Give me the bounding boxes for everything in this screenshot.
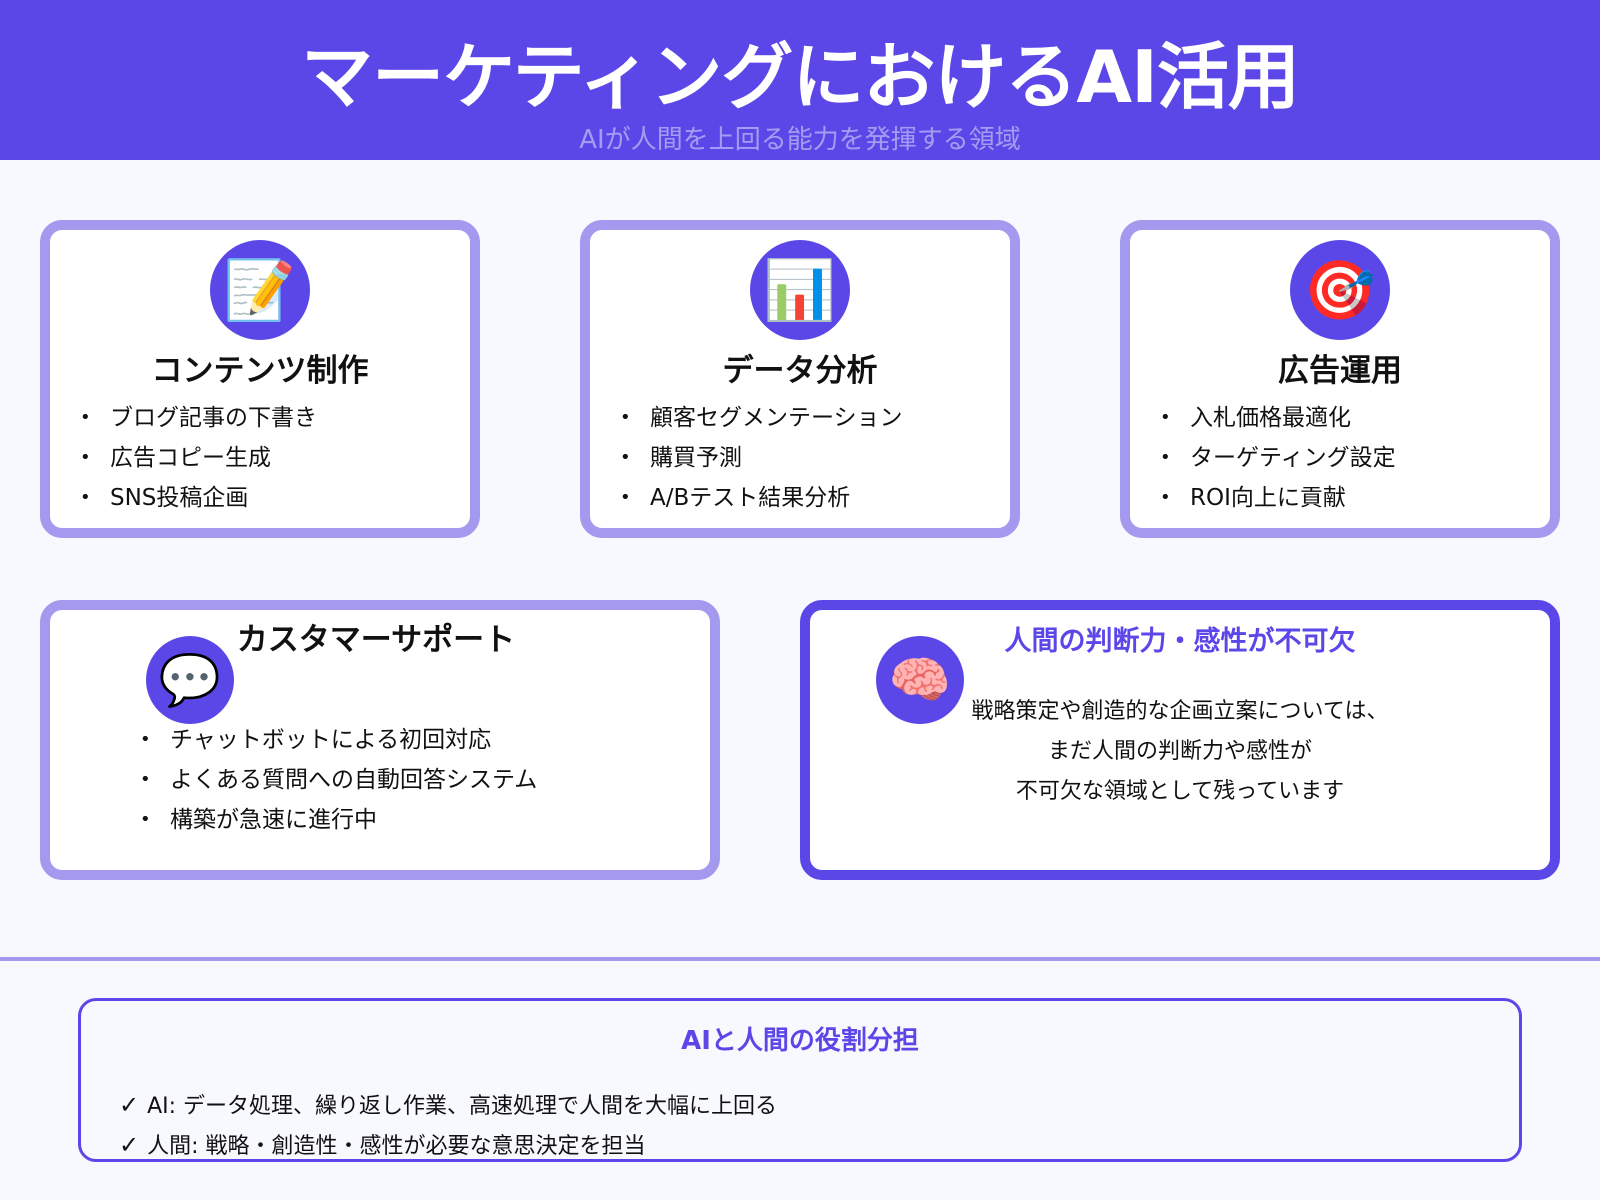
card-title: 広告運用 — [1278, 353, 1402, 389]
note-line: まだ人間の判断力や感性が — [1047, 739, 1312, 764]
brain-icon: 🧠 — [876, 636, 964, 724]
summary-item-text: 人間: 戦略・創造性・感性が必要な意思決定を担当 — [147, 1134, 646, 1159]
page-subtitle: AIが人間を上回る能力を発揮する領域 — [579, 125, 1021, 155]
card-title: データ分析 — [722, 353, 878, 389]
speech-bubble-icon: 💬 — [146, 636, 234, 724]
card-title: コンテンツ制作 — [151, 353, 369, 389]
list-item: ブログ記事の下書き — [80, 398, 317, 438]
summary-item-human: ✓ 人間: 戦略・創造性・感性が必要な意思決定を担当 — [119, 1125, 646, 1167]
list-item: ターゲティング設定 — [1160, 438, 1396, 478]
card-title: カスタマーサポート — [236, 622, 516, 658]
page-header: マーケティングにおけるAI活用 AIが人間を上回る能力を発揮する領域 — [0, 0, 1600, 160]
list-item: 構築が急速に進行中 — [140, 800, 537, 840]
note-line: 戦略策定や創造的な企画立案については、 — [971, 699, 1389, 724]
card-item-list: 顧客セグメンテーション 購買予測 A/Bテスト結果分析 — [620, 398, 903, 518]
note-title: 人間の判断力・感性が不可欠 — [1004, 626, 1356, 657]
card-ad-operations: 🎯 広告運用 入札価格最適化 ターゲティング設定 ROI向上に貢献 — [1120, 220, 1560, 538]
card-item-list: 入札価格最適化 ターゲティング設定 ROI向上に貢献 — [1160, 398, 1396, 518]
list-item: ROI向上に貢献 — [1160, 478, 1396, 518]
card-human-judgement: 人間の判断力・感性が不可欠 🧠 戦略策定や創造的な企画立案については、 まだ人間… — [800, 600, 1560, 880]
check-icon: ✓ — [119, 1131, 140, 1159]
list-item: A/Bテスト結果分析 — [620, 478, 903, 518]
check-icon: ✓ — [119, 1091, 140, 1119]
card-data-analysis: 📊 データ分析 顧客セグメンテーション 購買予測 A/Bテスト結果分析 — [580, 220, 1020, 538]
note-body: 戦略策定や創造的な企画立案については、 まだ人間の判断力や感性が 不可欠な領域と… — [810, 692, 1550, 812]
list-item: 顧客セグメンテーション — [620, 398, 903, 438]
summary-item-text: AI: データ処理、繰り返し作業、高速処理で人間を大幅に上回る — [147, 1094, 778, 1119]
card-customer-support: カスタマーサポート 💬 チャットボットによる初回対応 よくある質問への自動回答シ… — [40, 600, 720, 880]
list-item: 広告コピー生成 — [80, 438, 317, 478]
page-title: マーケティングにおけるAI活用 — [301, 35, 1300, 119]
note-line: 不可欠な領域として残っています — [1015, 779, 1345, 804]
card-item-list: チャットボットによる初回対応 よくある質問への自動回答システム 構築が急速に進行… — [140, 720, 537, 840]
summary-box: AIと人間の役割分担 ✓ AI: データ処理、繰り返し作業、高速処理で人間を大幅に… — [78, 998, 1522, 1162]
card-item-list: ブログ記事の下書き 広告コピー生成 SNS投稿企画 — [80, 398, 317, 518]
bar-chart-icon: 📊 — [750, 240, 850, 340]
list-item: SNS投稿企画 — [80, 478, 317, 518]
section-divider — [0, 957, 1600, 961]
list-item: よくある質問への自動回答システム — [140, 760, 537, 800]
list-item: チャットボットによる初回対応 — [140, 720, 537, 760]
card-content-creation: 📝 コンテンツ制作 ブログ記事の下書き 広告コピー生成 SNS投稿企画 — [40, 220, 480, 538]
list-item: 購買予測 — [620, 438, 903, 478]
summary-item-ai: ✓ AI: データ処理、繰り返し作業、高速処理で人間を大幅に上回る — [119, 1085, 777, 1127]
memo-pencil-icon: 📝 — [210, 240, 310, 340]
list-item: 入札価格最適化 — [1160, 398, 1396, 438]
summary-title: AIと人間の役割分担 — [681, 1026, 919, 1056]
target-dart-icon: 🎯 — [1290, 240, 1390, 340]
